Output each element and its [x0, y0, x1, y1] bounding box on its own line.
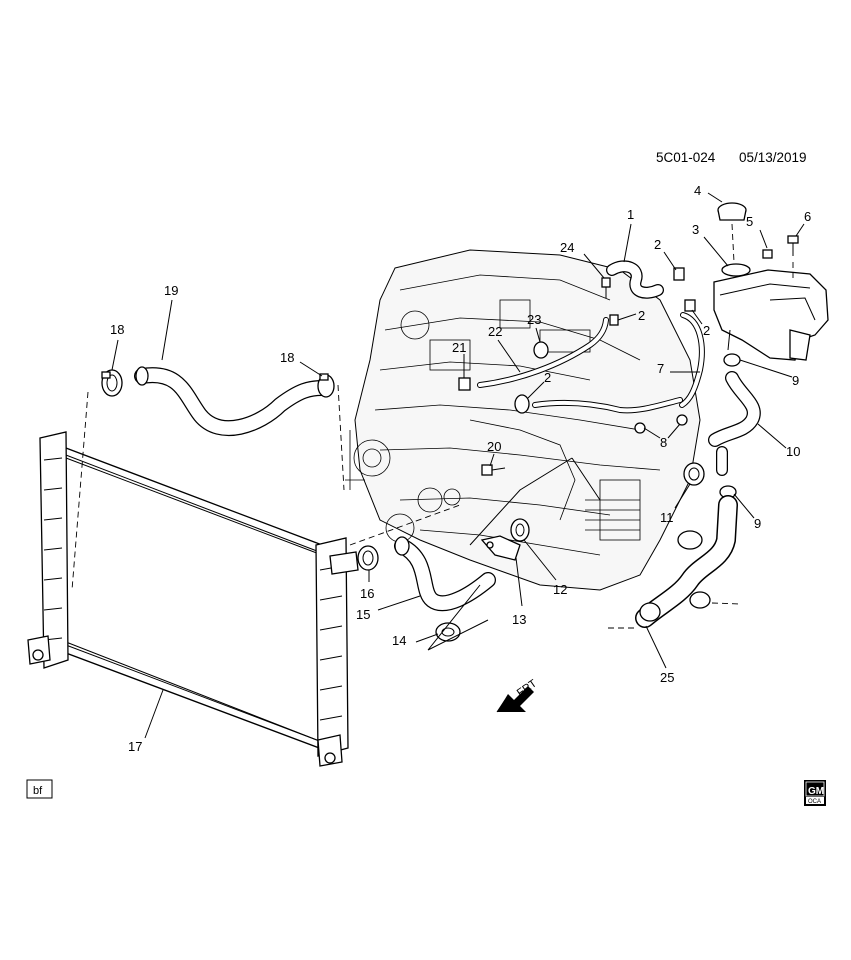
radiator — [27, 431, 359, 767]
lower-radiator-hose — [394, 536, 496, 612]
dashed-guide-right — [337, 384, 345, 491]
heater-hose-1 — [606, 260, 664, 299]
callout-6: 6 — [804, 209, 811, 224]
diagram-date: 05/13/2019 — [739, 150, 807, 165]
callout-17: 17 — [128, 739, 142, 754]
callout-25: 25 — [660, 670, 674, 685]
diagram-code: 5C01-024 — [656, 150, 716, 165]
callout-12: 12 — [553, 582, 567, 597]
callout-5: 5 — [746, 214, 753, 229]
hose-clamp-18-left — [101, 369, 123, 397]
callout-2-d: 2 — [544, 370, 551, 385]
dashed-guide-tank — [731, 223, 794, 280]
bf-badge-text: bf — [33, 785, 43, 797]
callout-24: 24 — [560, 240, 574, 255]
callout-16: 16 — [360, 586, 374, 601]
bolt-20 — [481, 464, 506, 476]
oca-logo-text: OCA — [808, 799, 821, 805]
hose-clamp-16 — [357, 545, 379, 571]
callout-19: 19 — [164, 283, 178, 298]
dashed-guide-upper — [71, 391, 89, 591]
callout-23: 23 — [527, 312, 541, 327]
guide-lines-12 — [469, 457, 601, 546]
callout-8: 8 — [660, 435, 667, 450]
callout-20: 20 — [487, 439, 501, 454]
callout-22: 22 — [488, 324, 502, 339]
coolant-surge-tank — [713, 263, 829, 361]
bracket-13 — [480, 535, 521, 561]
grommet-23 — [533, 341, 549, 359]
callout-18-b: 18 — [280, 350, 294, 365]
callout-7: 7 — [657, 361, 664, 376]
bf-badge: bf — [26, 779, 53, 799]
callout-18-a: 18 — [110, 322, 124, 337]
callout-11: 11 — [660, 510, 674, 525]
callout-9-a: 9 — [792, 373, 799, 388]
bolt-6 — [787, 235, 799, 256]
callout-2-b: 2 — [638, 308, 645, 323]
callout-10: 10 — [786, 444, 800, 459]
bolt-24 — [601, 277, 611, 298]
engine-assembly — [345, 249, 701, 591]
upper-radiator-hose — [134, 366, 330, 437]
callout-14: 14 — [392, 633, 406, 648]
callout-1: 1 — [627, 207, 634, 222]
nut-5 — [762, 249, 773, 259]
hose-clamp-2-top — [673, 267, 685, 281]
coolant-hose-7 — [679, 312, 705, 408]
callout-2-c: 2 — [703, 323, 710, 338]
clip-8 — [634, 414, 688, 434]
heater-pipe-22 — [477, 317, 683, 414]
hose-clamp-18-right — [317, 373, 335, 398]
hose-clamp-11 — [683, 462, 705, 486]
hose-clamp-9-top — [723, 353, 741, 367]
gm-oca-logo: GM OCA — [804, 780, 826, 806]
hose-clamp-12 — [510, 518, 530, 542]
callout-2-a: 2 — [654, 237, 661, 252]
callout-15: 15 — [356, 607, 370, 622]
surge-tank-hose-10 — [708, 371, 761, 476]
hose-clamp-2-center — [514, 394, 530, 414]
gm-logo-text: GM — [808, 786, 824, 797]
callout-21: 21 — [452, 340, 466, 355]
surge-tank-cap-4 — [717, 202, 747, 221]
callout-3: 3 — [692, 222, 699, 237]
callout-13: 13 — [512, 612, 526, 627]
connector-21 — [458, 377, 471, 391]
guide-lines-14 — [427, 584, 489, 651]
coolant-outlet-pipe-25 — [635, 495, 738, 628]
callout-4: 4 — [694, 183, 701, 198]
dashed-guide-pipe-right — [711, 602, 741, 605]
callout-labels: 1 2 2 2 2 3 4 5 6 7 8 9 9 — [110, 183, 811, 754]
front-direction-arrow: FRT — [496, 677, 539, 713]
hose-clamp-2-mid — [684, 299, 696, 312]
hose-clamp-2-left — [609, 314, 619, 326]
callout-9-b: 9 — [754, 516, 761, 531]
